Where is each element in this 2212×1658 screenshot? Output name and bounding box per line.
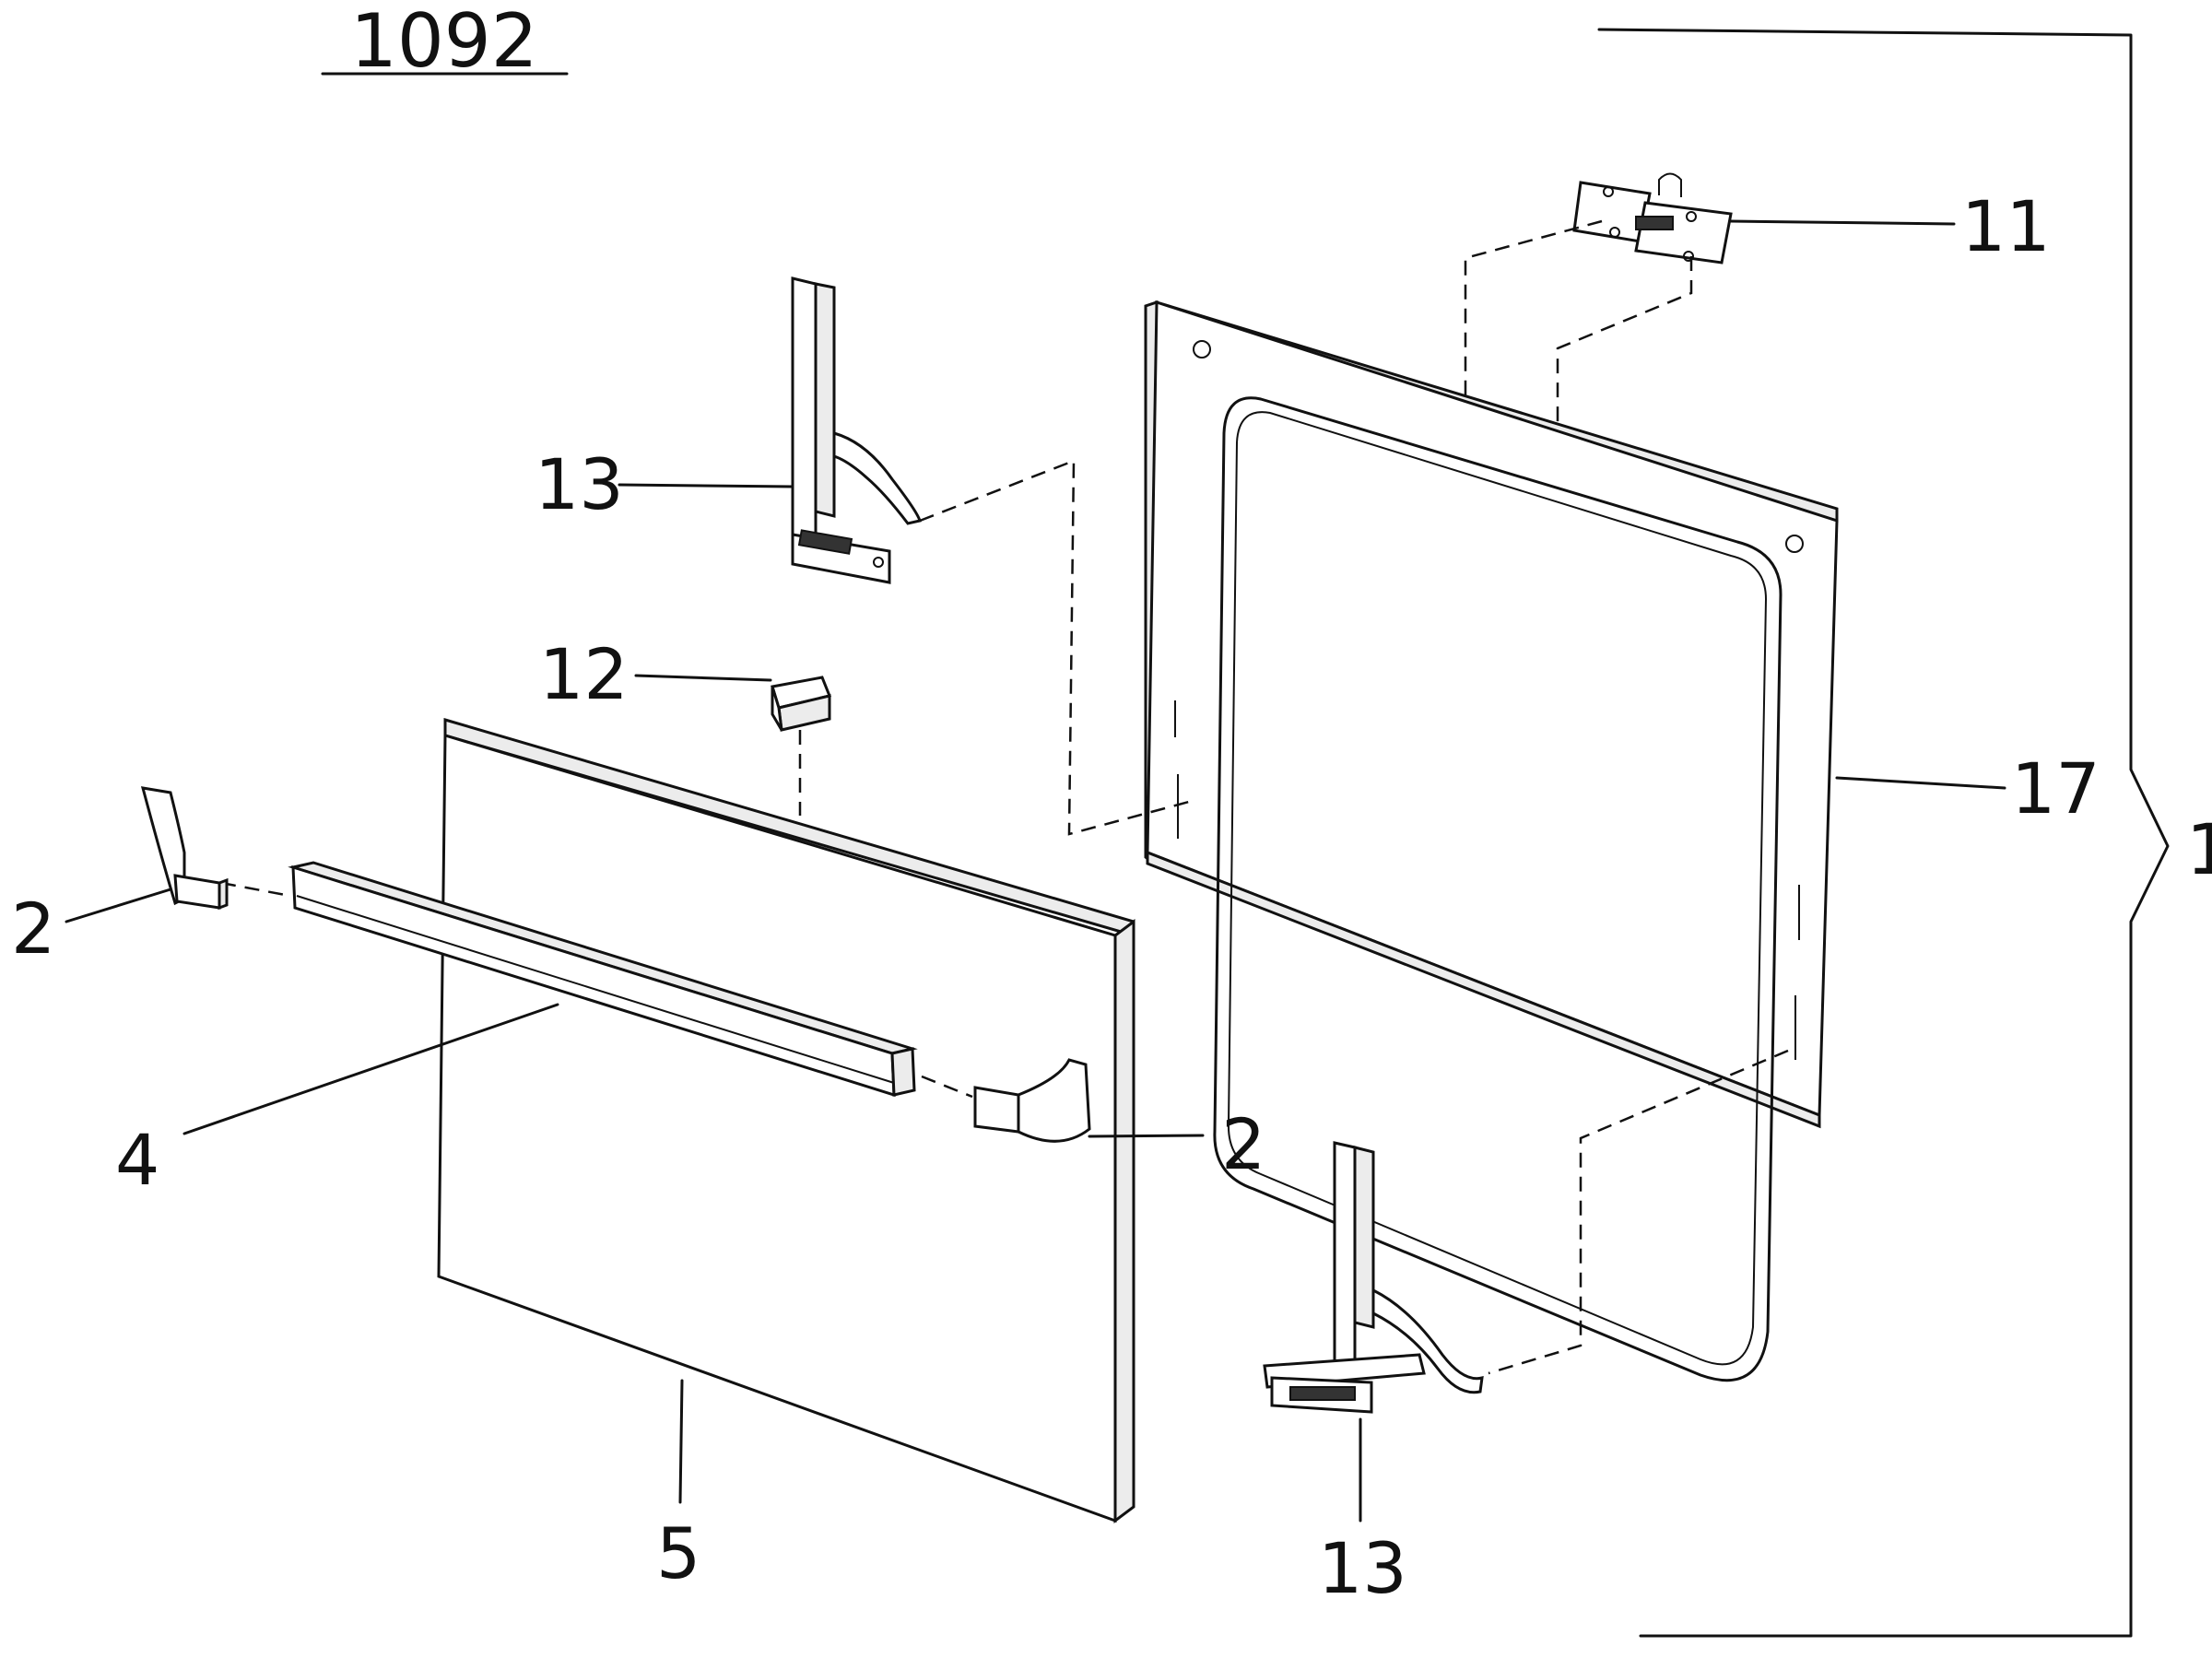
- hinge-top: 13: [535, 276, 1190, 836]
- handle-bar: 4: [115, 861, 973, 1201]
- callout-end-cap-left: 2: [11, 888, 55, 970]
- hinge-bracket: 11: [1464, 172, 2051, 429]
- callout-hinge-bottom: 13: [1318, 1527, 1407, 1609]
- callout-door-panel: 5: [656, 1512, 700, 1594]
- drawing-number: 1092: [350, 0, 538, 84]
- end-cap-right: 2: [973, 1058, 1265, 1185]
- inner-door-frame: 17: [1144, 300, 2100, 1382]
- callout-handle-bar: 4: [115, 1119, 159, 1201]
- callout-hinge-top: 13: [535, 443, 624, 525]
- assembly-brace: 1: [1597, 28, 2212, 1638]
- callout-end-cap-right: 2: [1221, 1103, 1265, 1185]
- callout-inner-door-frame: 17: [2011, 747, 2100, 829]
- door-panel: 5: [437, 717, 1135, 1594]
- end-cap-left: 2: [11, 786, 229, 970]
- callout-bumper: 12: [539, 633, 629, 715]
- callout-hinge-bracket: 11: [1961, 185, 2051, 267]
- callout-assembly: 1: [2186, 808, 2212, 890]
- hinge-bottom: 13: [1263, 1049, 1789, 1609]
- drawing-title: 1092: [321, 0, 569, 84]
- bumper: 12: [539, 633, 832, 816]
